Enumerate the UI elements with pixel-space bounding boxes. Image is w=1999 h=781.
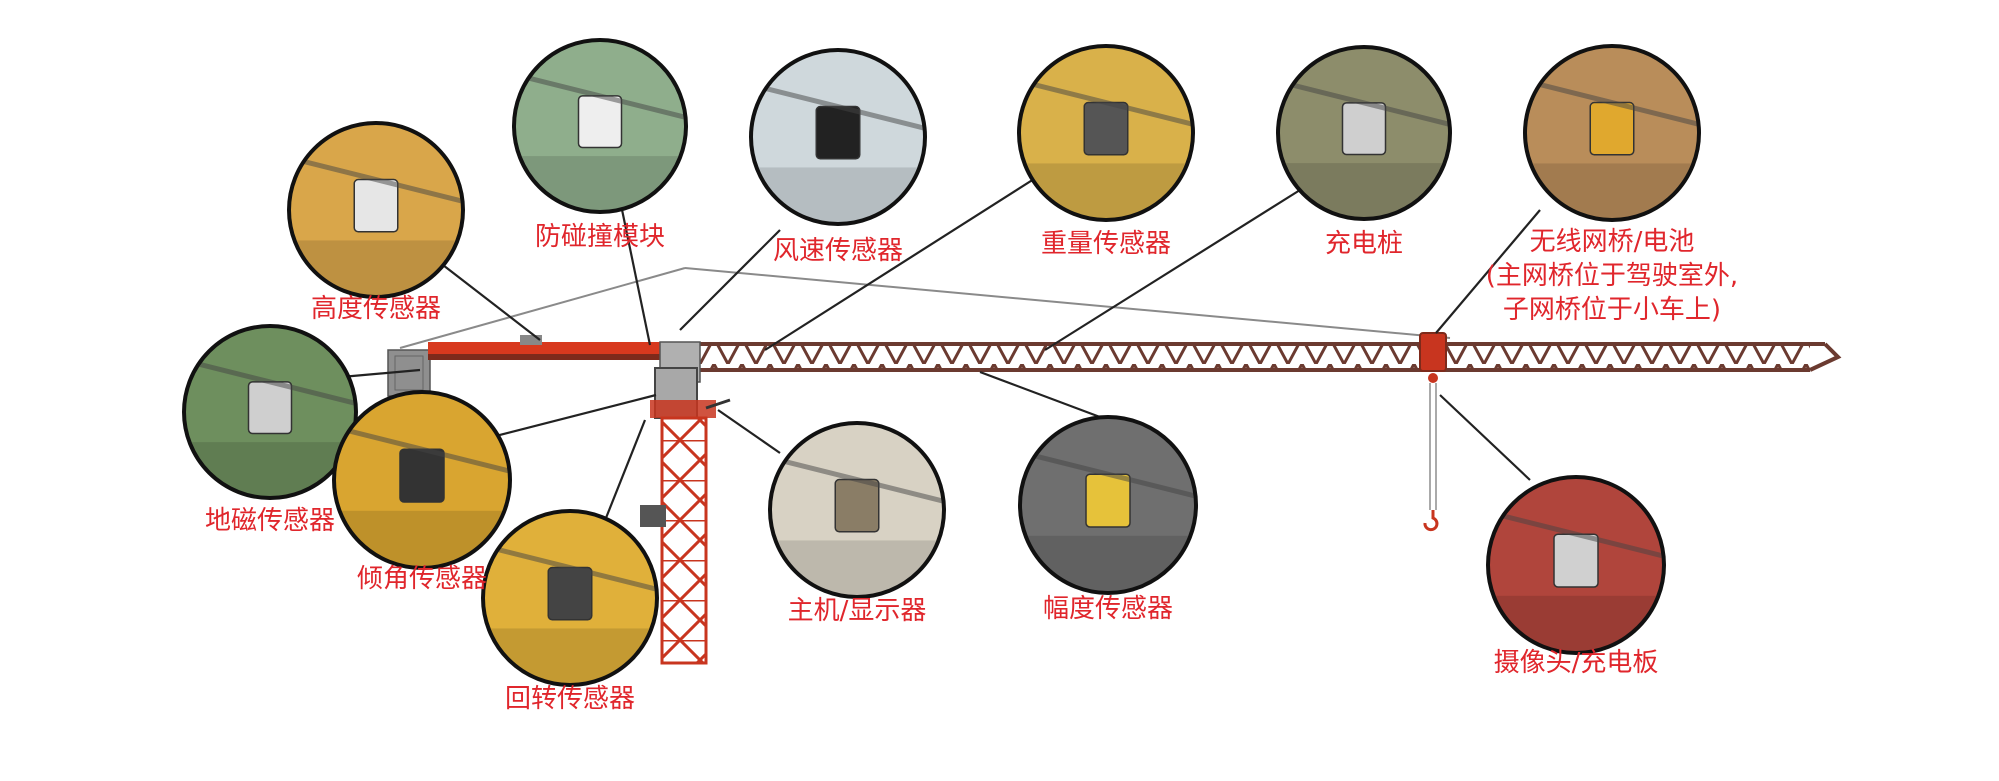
tie-rod-front bbox=[684, 267, 1451, 339]
counter-jib-box bbox=[520, 335, 542, 345]
height-sensor-photo bbox=[287, 121, 465, 299]
label-geomagnetic-sensor: 地磁传感器 bbox=[204, 506, 336, 536]
label-weight-sensor: 重量传感器 bbox=[1040, 229, 1172, 259]
main-jib bbox=[700, 342, 1842, 372]
photo-circles bbox=[182, 38, 1701, 687]
geomagnetic-sensor-photo bbox=[182, 324, 358, 500]
anti-collision-module-photo bbox=[512, 38, 688, 214]
label-wind-speed-sensor: 风速传感器 bbox=[772, 236, 904, 266]
label-amplitude-sensor: 幅度传感器 bbox=[1042, 594, 1174, 624]
label-wireless-bridge-line-1: 无线网桥/电池 bbox=[1529, 227, 1695, 257]
leader-lines bbox=[329, 171, 1541, 534]
amplitude-sensor-photo bbox=[1018, 415, 1198, 595]
slewing-platform bbox=[650, 400, 716, 418]
camera-charging-board-photo bbox=[1486, 475, 1666, 655]
counter-jib bbox=[428, 342, 666, 356]
label-charging-pile: 充电桩 bbox=[1324, 229, 1404, 259]
crane bbox=[387, 267, 1842, 665]
label-host-display: 主机/显示器 bbox=[787, 596, 927, 626]
label-wireless-bridge-line-2: (主网桥位于驾驶室外, bbox=[1485, 261, 1739, 291]
charging-pile-photo bbox=[1276, 45, 1452, 221]
label-slewing-sensor: 回转传感器 bbox=[504, 684, 636, 714]
label-tilt-sensor: 倾角传感器 bbox=[356, 564, 488, 594]
hook bbox=[1423, 510, 1439, 532]
wireless-bridge-photo bbox=[1523, 44, 1701, 222]
label-wireless-bridge: 无线网桥/电池 (主网桥位于驾驶室外, 子网桥位于小车上) bbox=[1486, 225, 1738, 327]
label-height-sensor: 高度传感器 bbox=[310, 294, 442, 324]
tilt-sensor-photo bbox=[332, 390, 512, 570]
anemometer-photo bbox=[749, 48, 927, 226]
label-wireless-bridge-line-3: 子网桥位于小车上) bbox=[1502, 295, 1722, 325]
load-cell-photo bbox=[1017, 44, 1195, 222]
trolley bbox=[1419, 332, 1447, 372]
label-camera-charging-board: 摄像头/充电板 bbox=[1493, 648, 1659, 678]
tower-mast bbox=[660, 416, 708, 665]
label-anti-collision-module: 防碰撞模块 bbox=[534, 222, 666, 252]
